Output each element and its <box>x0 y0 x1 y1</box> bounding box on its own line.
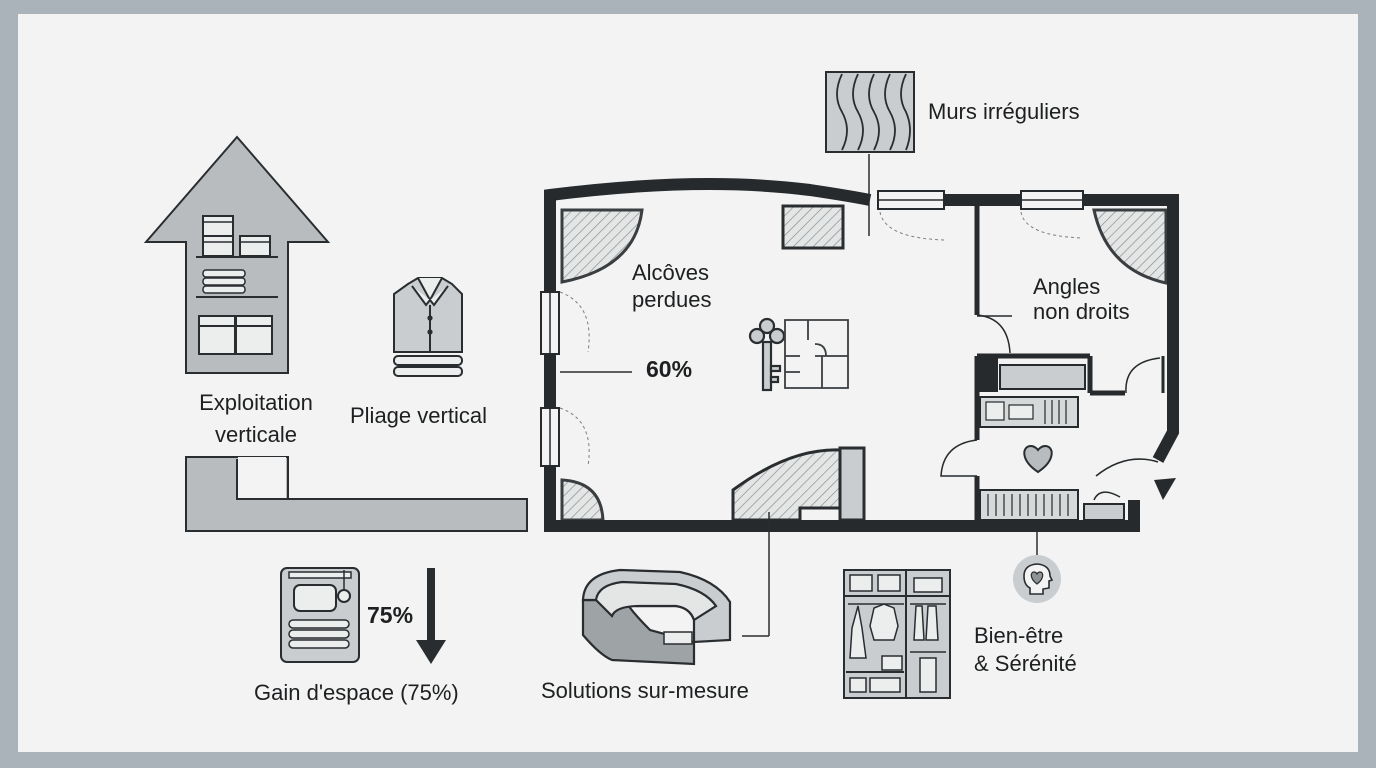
label-pct-60: 60% <box>646 356 693 382</box>
label-exploitation-1: Exploitation <box>199 390 313 415</box>
storage-up-arrow-icon <box>143 135 331 374</box>
label-gain-espace: Gain d'espace (75%) <box>254 680 459 705</box>
label-angles-2: non droits <box>1033 299 1130 324</box>
heart-icon <box>1023 444 1053 474</box>
floor-plan <box>540 178 1179 532</box>
label-pct-75: 75% <box>367 602 414 628</box>
diagram-svg <box>143 71 1179 699</box>
key-icon <box>748 317 786 392</box>
label-pliage-vertical: Pliage vertical <box>350 403 487 428</box>
folded-shirt-icon <box>393 277 463 377</box>
label-alcoves-perdues-2: perdues <box>632 287 712 312</box>
label-alcoves-perdues-1: Alcôves <box>632 260 710 285</box>
vacuum-bag-icon <box>280 567 360 663</box>
diagram-canvas: Murs irréguliers Alcôves perdues Angles … <box>18 14 1358 752</box>
head-heart-icon <box>1013 555 1061 603</box>
label-murs-irreguliers: Murs irréguliers <box>928 99 1080 124</box>
label-solutions-sur-mesure: Solutions sur-mesure <box>541 678 749 703</box>
mini-plan-icon <box>784 319 849 389</box>
label-exploitation-2: verticale <box>215 422 297 447</box>
label-bien-etre-1: Bien-être <box>974 623 1064 648</box>
wavy-wall-icon <box>825 71 915 153</box>
down-arrow-icon <box>416 568 446 664</box>
label-bien-etre-2: & Sérénité <box>974 651 1077 676</box>
label-angles-1: Angles <box>1033 274 1101 299</box>
curved-sofa-icon <box>581 568 732 666</box>
wardrobe-icon <box>843 569 951 699</box>
